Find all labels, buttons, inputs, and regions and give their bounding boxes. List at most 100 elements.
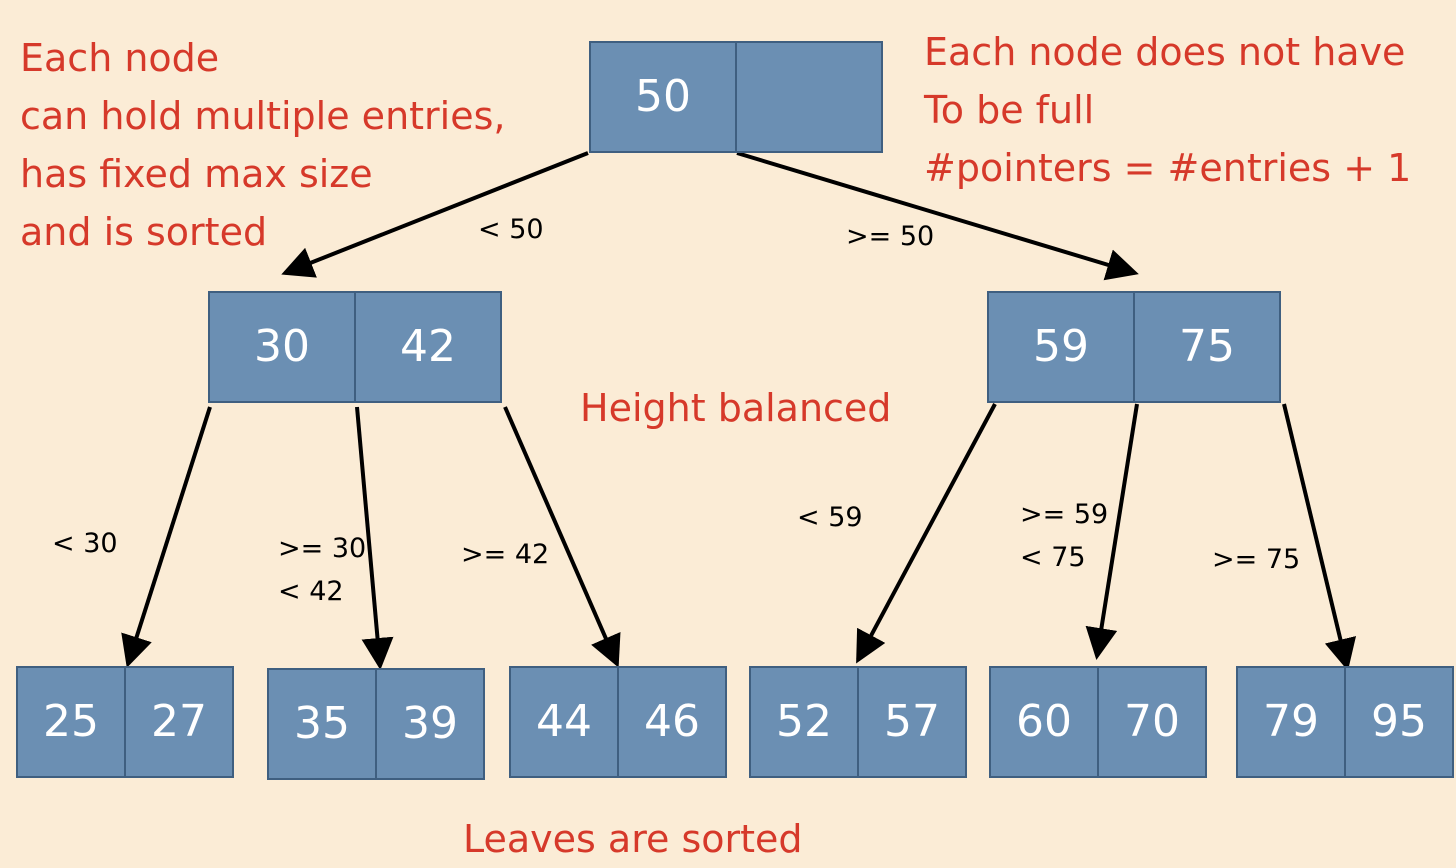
node-entry-box <box>208 291 356 403</box>
node-entry-box <box>987 291 1135 403</box>
node-entry-box <box>735 41 883 153</box>
edge-label: >= 59< 75 <box>1020 499 1108 573</box>
nodes: 50 30 42 59 75 25 27 35 39 44 46 52 57 60 70 79 95 <box>16 41 1454 780</box>
node-entry-cell: 44 <box>509 666 619 778</box>
edge-label: >= 75 <box>1212 544 1300 575</box>
edge-label-line: < 30 <box>52 528 118 559</box>
edge-label-line: < 75 <box>1020 542 1086 573</box>
note-leaves-sorted: Leaves are sorted <box>463 810 803 868</box>
edge-label: >= 30 < 42 <box>278 533 366 607</box>
node-entry-box <box>124 666 234 778</box>
node-entry-cell: 57 <box>857 666 967 778</box>
note-node-not-full: Each node does not have To be full #poin… <box>924 23 1411 197</box>
note-line: Leaves are sorted <box>463 817 803 861</box>
node-entry-value: 75 <box>1179 321 1235 372</box>
node-entry-box <box>989 666 1099 778</box>
node-right: 59 75 <box>987 291 1281 403</box>
node-entry-cell: 75 <box>1133 291 1281 403</box>
node-entry-box <box>617 666 727 778</box>
edge-label-line: < 42 <box>278 576 344 607</box>
edge-label-line: >= 42 <box>461 539 549 570</box>
node-entry-value: 70 <box>1124 696 1180 747</box>
edge-label: < 50 <box>478 214 544 245</box>
edge-right-to-leaf6: >= 75 <box>1212 403 1357 671</box>
node-root: 50 <box>589 41 883 153</box>
node-entry-box <box>1344 666 1454 778</box>
node-entry-value: 95 <box>1371 696 1427 747</box>
edge-right-to-leaf4: < 59 <box>797 403 997 664</box>
edge-label: < 30 <box>52 528 118 559</box>
node-entry-box <box>16 666 126 778</box>
edge-left-to-leaf3: >= 42 <box>461 406 621 668</box>
node-entry-cell: 30 <box>208 291 356 403</box>
node-entry-box <box>375 668 485 780</box>
node-entry-cell: 79 <box>1236 666 1346 778</box>
node-entry-value: 52 <box>776 696 832 747</box>
edge-root-to-left: < 50 <box>281 151 589 278</box>
node-entry-value: 42 <box>400 321 456 372</box>
pointer-arrow <box>856 403 997 664</box>
edges: < 50 >= 50 < 30 >= 30 < 42 >= 42 < 59 >= 59< 75… <box>52 151 1357 671</box>
node-left: 30 42 <box>208 291 502 403</box>
pointer-arrow <box>281 151 589 278</box>
note-line: To be full <box>924 88 1095 132</box>
note-height-balanced: Height balanced <box>580 379 891 437</box>
edge-label: >= 50 <box>846 221 934 252</box>
node-entry-value: 27 <box>151 696 207 747</box>
node-entry-value: 35 <box>294 698 350 749</box>
node-leaf6: 79 95 <box>1236 666 1454 778</box>
edge-left-to-leaf1: < 30 <box>52 406 212 668</box>
edge-label-line: >= 50 <box>846 221 934 252</box>
note-node-entries: Each node can hold multiple entries, has… <box>20 29 505 261</box>
node-entry-value: 25 <box>43 696 99 747</box>
pointer-arrow <box>736 151 1139 281</box>
edge-label: >= 42 <box>461 539 549 570</box>
node-entry-box <box>1236 666 1346 778</box>
node-entry-box <box>1133 291 1281 403</box>
node-entry-box <box>1097 666 1207 778</box>
node-entry-cell: 46 <box>617 666 727 778</box>
node-leaf5: 60 70 <box>989 666 1207 778</box>
edge-label: < 59 <box>797 502 863 533</box>
node-entry-box <box>267 668 377 780</box>
node-entry-value: 30 <box>254 321 310 372</box>
edge-label-line: < 50 <box>478 214 544 245</box>
node-entry-value: 79 <box>1263 696 1319 747</box>
edge-right-to-leaf5: >= 59< 75 <box>1020 403 1139 660</box>
node-entry-box <box>354 291 502 403</box>
note-line: has fixed max size <box>20 152 373 196</box>
node-entry-box <box>749 666 859 778</box>
node-entry-value: 46 <box>644 696 700 747</box>
node-leaf1: 25 27 <box>16 666 234 778</box>
node-entry-cell: 59 <box>987 291 1135 403</box>
pointer-arrow <box>503 406 621 668</box>
edge-left-to-leaf2: >= 30 < 42 <box>278 406 394 670</box>
node-entry-cell: 35 <box>267 668 377 780</box>
note-line: can hold multiple entries, <box>20 94 506 138</box>
node-entry-value: 39 <box>402 698 458 749</box>
node-entry-cell: 60 <box>989 666 1099 778</box>
node-entry-value: 57 <box>884 696 940 747</box>
note-line: Each node <box>20 36 220 80</box>
node-entry-value: 44 <box>536 696 592 747</box>
node-entry-cell: 95 <box>1344 666 1454 778</box>
edge-label-line: < 59 <box>797 502 863 533</box>
node-entry-cell: 42 <box>354 291 502 403</box>
note-line: Height balanced <box>580 386 892 430</box>
note-line: #pointers = #entries + 1 <box>924 146 1412 190</box>
edge-label-line: >= 75 <box>1212 544 1300 575</box>
node-entry-value: 50 <box>635 71 691 122</box>
node-leaf3: 44 46 <box>509 666 727 778</box>
node-entry-value: 60 <box>1016 696 1072 747</box>
node-entry-cell: 25 <box>16 666 126 778</box>
pointer-arrow <box>355 406 394 670</box>
node-leaf4: 52 57 <box>749 666 967 778</box>
node-leaf2: 35 39 <box>267 668 485 780</box>
pointer-arrow <box>121 406 212 668</box>
node-entry-cell: 27 <box>124 666 234 778</box>
node-entry-cell: 52 <box>749 666 859 778</box>
edge-label-line: >= 30 <box>278 533 366 564</box>
node-entry-value: 59 <box>1033 321 1089 372</box>
edge-root-to-right: >= 50 <box>736 151 1139 281</box>
